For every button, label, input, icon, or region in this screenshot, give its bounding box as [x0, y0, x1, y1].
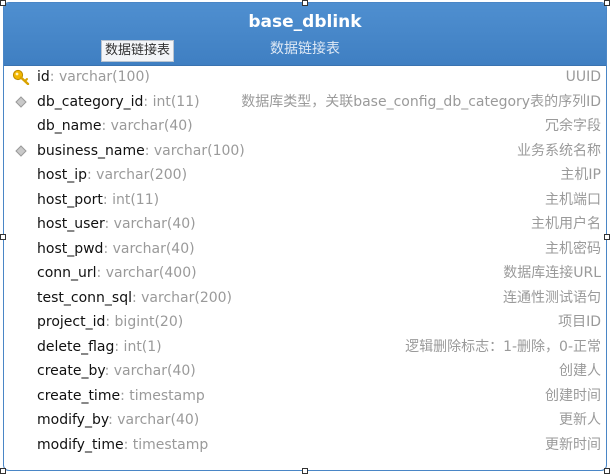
field-definition: project_id: bigint(20) — [37, 310, 183, 335]
field-type: : varchar(40) — [101, 118, 193, 134]
entity-subtitle: 数据链接表 — [270, 41, 340, 57]
field-definition: host_user: varchar(40) — [37, 212, 196, 237]
field-name: host_pwd — [37, 240, 104, 257]
diamond-icon — [12, 90, 30, 115]
field-name: host_user — [37, 216, 105, 232]
field-definition: db_category_id: int(11) — [37, 90, 200, 115]
field-comment: 逻辑删除标志：1-删除，0-正常 — [405, 338, 601, 355]
field-type: : bigint(20) — [105, 314, 184, 330]
field-name: modify_time — [37, 436, 124, 453]
field-definition: delete_flag: int(1) — [37, 335, 162, 360]
key-icon — [12, 65, 30, 90]
field-row[interactable]: create_time: timestamp 创建时间 — [4, 384, 606, 409]
field-definition: modify_time: timestamp — [37, 433, 208, 458]
field-comment: 创建时间 — [545, 387, 601, 404]
field-name: project_id — [37, 314, 106, 330]
field-type: : varchar(200) — [131, 289, 232, 306]
field-row[interactable]: conn_url: varchar(400) 数据库连接URL — [4, 261, 606, 286]
field-row[interactable]: host_user: varchar(40) 主机用户名 — [4, 212, 606, 237]
field-row[interactable]: delete_flag: int(1) 逻辑删除标志：1-删除，0-正常 — [4, 335, 606, 360]
field-comment: 主机密码 — [545, 240, 601, 257]
entity-name-tag[interactable]: 数据链接表 — [101, 40, 175, 62]
field-definition: test_conn_sql: varchar(200) — [37, 286, 232, 311]
field-comment: 冗余字段 — [545, 118, 601, 134]
field-comment: 主机端口 — [545, 191, 601, 208]
entity-title: base_dblink — [248, 12, 362, 32]
resize-handle-bottom-right[interactable] — [604, 468, 610, 474]
diamond-icon — [12, 139, 30, 164]
resize-handle-bottom-left[interactable] — [0, 468, 6, 474]
resize-handle-top-right[interactable] — [604, 0, 610, 6]
field-row[interactable]: id: varchar(100) UUID — [4, 65, 606, 90]
field-comment: 主机用户名 — [531, 216, 601, 232]
resize-handle-top-left[interactable] — [0, 0, 6, 6]
field-type: : int(11) — [102, 191, 160, 208]
field-definition: create_time: timestamp — [37, 384, 205, 409]
field-name: test_conn_sql — [37, 289, 132, 306]
field-definition: conn_url: varchar(400) — [37, 261, 197, 286]
field-row[interactable]: db_name: varchar(40) 冗余字段 — [4, 114, 606, 139]
field-type: : timestamp — [123, 436, 209, 453]
field-definition: host_ip: varchar(200) — [37, 163, 187, 188]
field-comment: 数据库连接URL — [503, 265, 601, 281]
field-row[interactable]: project_id: bigint(20) 项目ID — [4, 310, 606, 335]
field-row[interactable]: test_conn_sql: varchar(200) 连通性测试语句 — [4, 286, 606, 311]
field-type: : varchar(40) — [104, 363, 196, 379]
field-type: : varchar(40) — [104, 216, 196, 232]
field-row[interactable]: modify_time: timestamp 更新时间 — [4, 433, 606, 458]
field-row[interactable]: db_category_id: int(11) 数据库类型，关联base_conf… — [4, 90, 606, 115]
field-row[interactable]: create_by: varchar(40) 创建人 — [4, 359, 606, 384]
field-type: : timestamp — [120, 387, 205, 404]
field-definition: modify_by: varchar(40) — [37, 408, 199, 433]
field-name: db_category_id — [37, 93, 144, 110]
field-name: id — [37, 69, 50, 85]
field-name: create_by — [37, 363, 105, 379]
field-name: business_name — [37, 142, 145, 159]
resize-handle-left[interactable] — [0, 234, 6, 240]
field-comment: 业务系统名称 — [517, 142, 601, 159]
field-definition: id: varchar(100) — [37, 65, 150, 90]
field-comment: 连通性测试语句 — [503, 289, 601, 306]
field-row[interactable]: host_ip: varchar(200) 主机IP — [4, 163, 606, 188]
field-definition: create_by: varchar(40) — [37, 359, 196, 384]
field-row[interactable]: modify_by: varchar(40) 更新人 — [4, 408, 606, 433]
entity-table[interactable]: base_dblink 数据链接表 数据链接表 id: varchar(100)… — [3, 2, 607, 471]
field-type: : int(1) — [114, 338, 162, 355]
resize-handle-bottom[interactable] — [302, 468, 308, 474]
field-comment: UUID — [565, 69, 601, 85]
field-type: : int(11) — [143, 93, 200, 110]
field-type: : varchar(100) — [49, 69, 150, 85]
field-name: conn_url — [37, 265, 97, 281]
field-row[interactable]: host_port: int(11) 主机端口 — [4, 188, 606, 213]
field-comment: 项目ID — [558, 314, 601, 330]
field-type: : varchar(200) — [87, 167, 188, 183]
entity-header[interactable]: base_dblink 数据链接表 数据链接表 — [4, 3, 606, 66]
field-definition: host_port: int(11) — [37, 188, 159, 213]
field-name: create_time — [37, 387, 121, 404]
field-name: host_ip — [37, 167, 87, 183]
field-name: db_name — [37, 118, 102, 134]
field-type: : varchar(100) — [144, 142, 245, 159]
field-comment: 更新时间 — [545, 436, 601, 453]
field-definition: business_name: varchar(100) — [37, 139, 245, 164]
field-type: : varchar(40) — [103, 240, 195, 257]
field-comment: 创建人 — [559, 363, 601, 379]
field-type: : varchar(400) — [96, 265, 197, 281]
field-comment: 更新人 — [559, 412, 601, 428]
resize-handle-top[interactable] — [302, 0, 308, 6]
field-comment: 主机IP — [560, 167, 601, 183]
field-type: : varchar(40) — [108, 412, 200, 428]
field-name: host_port — [37, 191, 103, 208]
resize-handle-right[interactable] — [604, 234, 610, 240]
field-definition: host_pwd: varchar(40) — [37, 237, 195, 262]
field-name: delete_flag — [37, 338, 115, 355]
field-row[interactable]: business_name: varchar(100) 业务系统名称 — [4, 139, 606, 164]
field-definition: db_name: varchar(40) — [37, 114, 193, 139]
field-name: modify_by — [37, 412, 109, 428]
field-row[interactable]: host_pwd: varchar(40) 主机密码 — [4, 237, 606, 262]
field-comment: 数据库类型，关联base_config_db_category表的序列ID — [241, 93, 601, 110]
